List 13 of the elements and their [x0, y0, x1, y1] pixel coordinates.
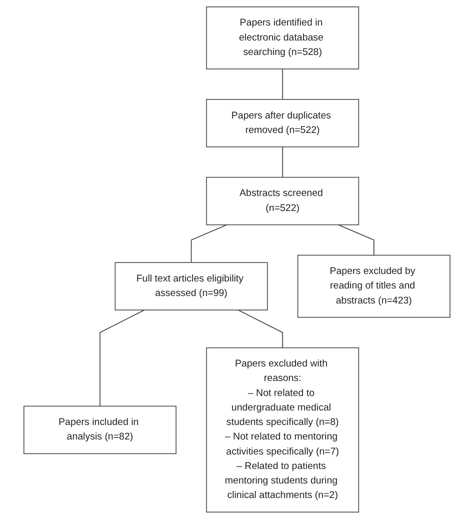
node-box: Abstracts screened (n=522): [206, 176, 360, 226]
node-box: Papers identified in electronic database searching (n=528): [206, 6, 360, 70]
connector: [100, 310, 145, 407]
connector: [238, 310, 284, 348]
node-box: Papers excluded with reasons: – Not related to undergraduate medical students specifically (n=8) – Not related to mentoring activities specifically (n=7) – Related to patients mentoring students during clinical attachments (n=2): [206, 347, 360, 512]
node-box: Papers included in analysis (n=82): [24, 406, 177, 454]
connector: [282, 146, 284, 178]
connector: [338, 224, 374, 256]
connector: [190, 224, 228, 263]
node-box: Full text articles eligibility assessed (n=99): [114, 262, 268, 310]
node-box: Papers excluded by reading of titles and abstracts (n=423): [297, 254, 450, 318]
node-box: Papers after duplicates removed (n=522): [206, 99, 360, 148]
connector: [282, 68, 284, 100]
